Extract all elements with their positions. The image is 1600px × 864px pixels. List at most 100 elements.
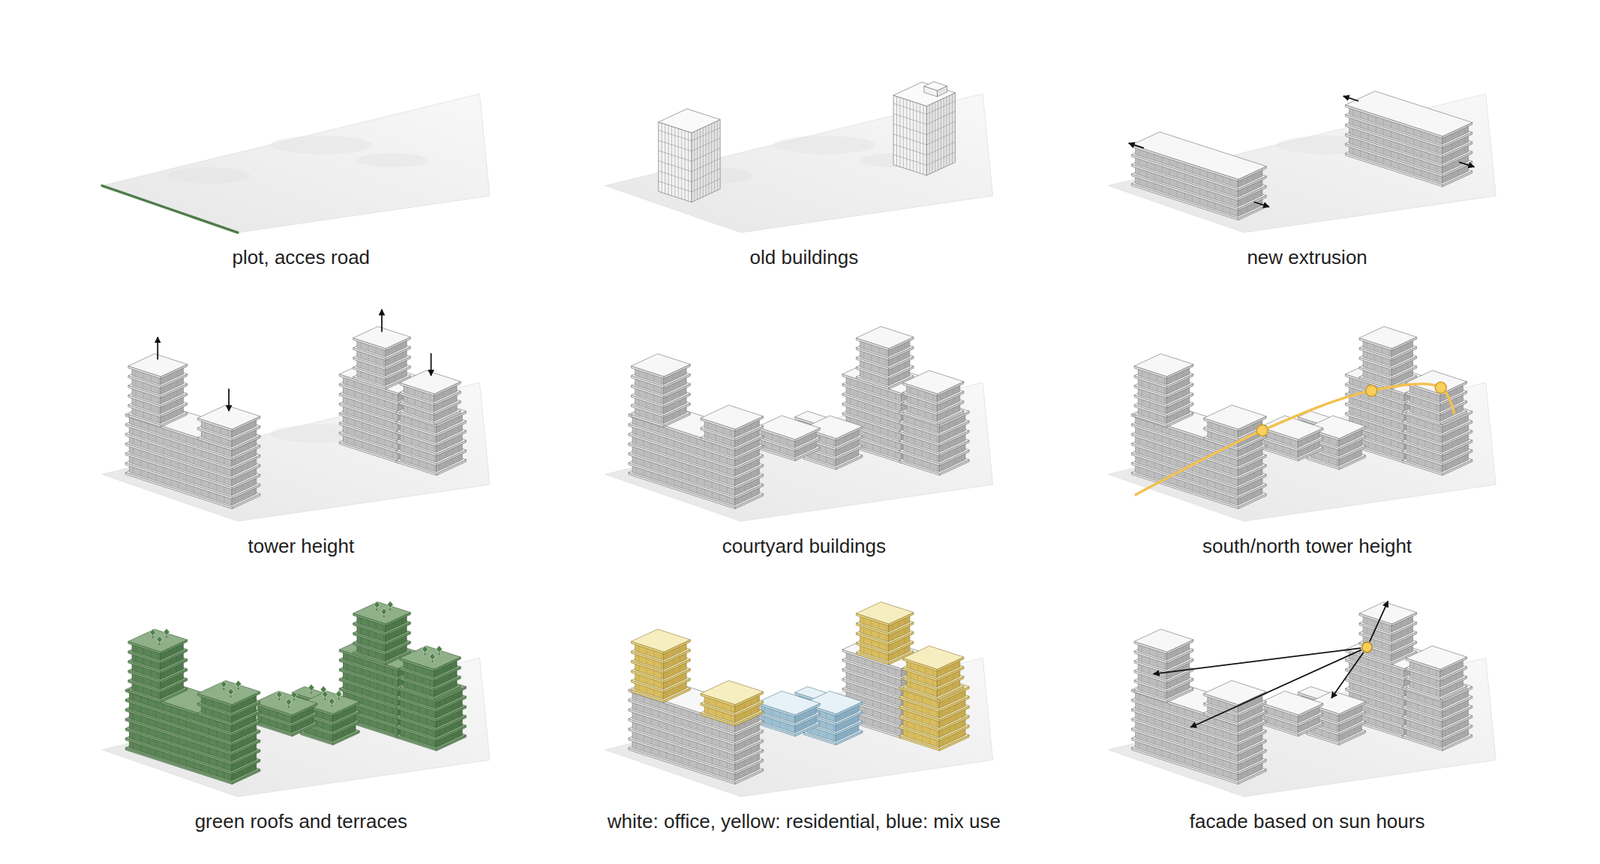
box-top (1359, 326, 1417, 349)
panel-caption: south/north tower height (1202, 534, 1412, 559)
tree (285, 698, 292, 706)
arrow (1153, 648, 1362, 674)
box-top (658, 108, 721, 133)
panel-caption: new extrusion (1246, 245, 1367, 270)
box-top (756, 690, 820, 715)
tree (373, 601, 380, 610)
tree (150, 629, 157, 637)
box-top (893, 81, 955, 106)
facade-grid (893, 94, 955, 175)
arrow (1254, 201, 1270, 208)
panel-caption: plot, acces road (232, 245, 371, 270)
site-plot (102, 657, 490, 797)
panel-illustration (605, 602, 994, 798)
panel-caption: green roofs and terraces (195, 809, 408, 834)
box-top (1203, 680, 1267, 705)
tree (387, 600, 394, 609)
arrow (1369, 601, 1389, 643)
site-plot (605, 382, 994, 522)
panel-illustration (102, 309, 490, 522)
tree (429, 653, 436, 661)
box-top (855, 326, 914, 349)
tree (435, 645, 442, 654)
tree (422, 645, 429, 654)
box-top (399, 370, 461, 394)
terrain-shade (357, 153, 429, 168)
site-plot (102, 382, 490, 522)
box-top (903, 645, 964, 670)
tree (321, 690, 328, 699)
box-top (1134, 629, 1194, 652)
box-top (1359, 602, 1417, 625)
box-top (756, 415, 820, 440)
box-top (903, 370, 964, 394)
box-top (1131, 132, 1267, 180)
tree (276, 690, 283, 699)
site-plot (1107, 657, 1496, 797)
facade-grid (658, 120, 721, 202)
sun-position (1434, 381, 1447, 394)
arrow (156, 336, 159, 360)
panel-illustration (605, 81, 994, 233)
site-plot (605, 657, 994, 797)
arrow (1190, 649, 1362, 727)
tree (235, 680, 242, 688)
tree (220, 681, 227, 689)
tree (308, 684, 315, 692)
box-top (630, 354, 691, 377)
arrow (1343, 96, 1359, 102)
box-top (1260, 690, 1324, 715)
panel-caption: white: office, yellow: residential, blue… (607, 809, 1001, 834)
box-top (1405, 645, 1467, 670)
panel-illustration (605, 326, 994, 522)
box-top (197, 680, 260, 705)
terrain-shade (168, 167, 250, 184)
tree (336, 690, 343, 699)
access-road (102, 186, 238, 234)
site-plot (102, 93, 490, 233)
box-top (1405, 370, 1467, 394)
arrow (228, 388, 230, 412)
panel-illustration (102, 600, 490, 797)
tree (381, 608, 388, 616)
panel-illustration (1107, 326, 1496, 522)
terrain-shade (773, 135, 876, 154)
sun-position (1256, 424, 1268, 436)
panel-caption: facade based on sun hours (1189, 809, 1426, 834)
box-top (1203, 405, 1267, 430)
tree (228, 688, 235, 697)
box-top (399, 645, 461, 670)
panel-illustration (1107, 601, 1496, 798)
panel-caption: courtyard buildings (722, 534, 886, 559)
panel-caption: old buildings (750, 245, 859, 270)
box-top (855, 602, 914, 625)
box-top (700, 405, 763, 430)
box-top (924, 81, 948, 91)
tree (328, 697, 335, 706)
sun-position (1365, 384, 1378, 397)
arrow (1458, 162, 1474, 168)
site-plot (1107, 382, 1496, 522)
box-top (700, 680, 763, 705)
arrow (1331, 652, 1364, 699)
sun-path (1135, 384, 1454, 496)
arrow (381, 309, 383, 333)
arrow (430, 353, 433, 376)
box-top (1345, 91, 1473, 137)
panel-illustration (1107, 91, 1496, 234)
box-top (353, 602, 412, 625)
box-top (630, 629, 691, 652)
box-top (253, 690, 317, 715)
arrow (1128, 143, 1144, 149)
sun-point (1362, 642, 1373, 653)
box-top (1134, 354, 1194, 377)
tree (156, 636, 163, 644)
terrain-shade (270, 135, 373, 154)
tree (291, 691, 298, 700)
box-top (128, 629, 188, 652)
panel-illustration (102, 93, 490, 233)
panel-caption: tower height (247, 534, 355, 559)
tree (163, 628, 170, 637)
